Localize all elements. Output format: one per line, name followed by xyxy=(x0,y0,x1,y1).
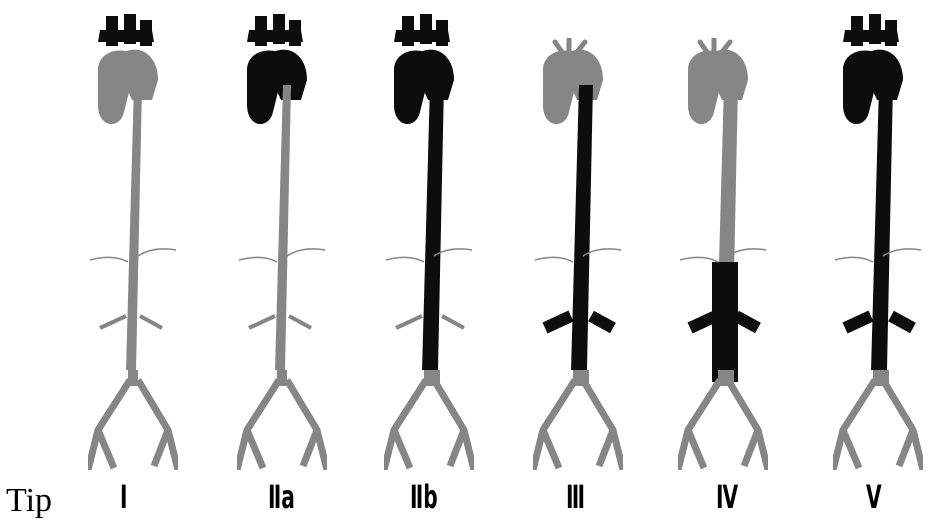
aorta-3 xyxy=(384,14,474,470)
aorta-5 xyxy=(678,38,768,470)
type-label-2a: Ⅱa xyxy=(268,478,295,516)
row-label-tip: Tip xyxy=(6,482,52,520)
type-label-5: Ⅴ xyxy=(866,478,882,516)
aorta-6 xyxy=(833,14,923,470)
type-label-2b: Ⅱb xyxy=(410,478,438,516)
type-label-1: Ⅰ xyxy=(120,478,127,516)
type-label-4: Ⅳ xyxy=(716,478,738,516)
type-label-3: Ⅲ xyxy=(566,478,585,516)
aorta-4 xyxy=(533,38,623,470)
aorta-1 xyxy=(88,14,178,470)
aorta-2 xyxy=(237,14,327,470)
